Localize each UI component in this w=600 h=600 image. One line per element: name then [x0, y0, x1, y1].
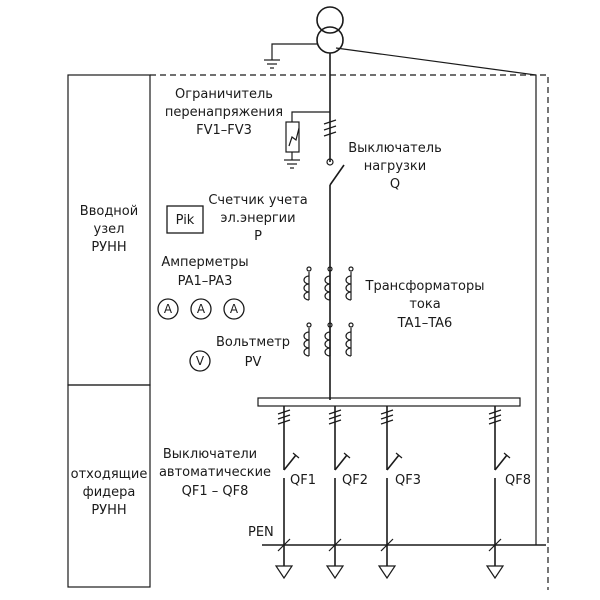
current-transformers-label-1: Трансформаторы [365, 279, 485, 294]
ammeter-symbol-3: A [230, 302, 239, 316]
feeder-label-qf3: QF3 [395, 473, 421, 488]
section-label-input-1: Вводной [80, 204, 138, 219]
load-arrow-qf2-icon [325, 565, 345, 580]
surge-limiter-label-2: перенапряжения [165, 105, 283, 120]
voltmeter-label-1: Вольтметр [216, 335, 290, 350]
breakers-label-2: автоматические [159, 465, 271, 480]
current-transformers-icon [303, 266, 354, 357]
load-switch-label-1: Выключатель [348, 141, 441, 156]
ammeter-icon-3: A [223, 298, 245, 320]
feeder-qf2 [328, 406, 351, 566]
surge-limiter-label-3: FV1–FV3 [196, 123, 252, 138]
ammeter-icon-2: A [190, 298, 212, 320]
load-switch-label-2: нагрузки [364, 159, 426, 174]
breakers-label-3: QF1 – QF8 [182, 484, 249, 499]
load-switch-icon [326, 158, 345, 186]
busbar [257, 397, 521, 407]
section-label-outgoing-2: фидера [83, 485, 136, 500]
energy-meter-label-3: P [254, 229, 262, 244]
current-transformers-label-2: тока [409, 297, 440, 312]
section-label-outgoing-1: отходящие [71, 467, 148, 482]
pen-conductor [262, 538, 546, 552]
section-label-input-3: РУНН [91, 240, 126, 255]
voltmeter-symbol: V [196, 354, 205, 368]
surge-limiter-label-1: Ограничитель [175, 87, 273, 102]
load-arrow-qf8-icon [485, 565, 505, 580]
load-arrow-qf3-icon [377, 565, 397, 580]
load-switch-label-3: Q [390, 177, 400, 192]
current-transformers-label-3: TA1–TA6 [397, 316, 453, 331]
feeder-label-qf2: QF2 [342, 473, 368, 488]
enclosure-outline [150, 74, 549, 590]
section-label-outgoing-3: РУНН [91, 503, 126, 518]
energy-meter-label-2: эл.энергии [220, 211, 295, 226]
voltmeter-label-2: PV [245, 355, 262, 370]
feeder-label-qf8: QF8 [505, 473, 531, 488]
pen-label: PEN [248, 525, 274, 540]
feeder-qf1 [277, 406, 300, 566]
main-line-phase-marks [323, 119, 337, 137]
energy-meter-label-1: Счетчик учета [208, 193, 307, 208]
section-label-input-2: узел [94, 222, 125, 237]
ammeter-symbol-1: A [164, 302, 173, 316]
surge-limiter-icon [284, 111, 330, 169]
feeder-qf8 [488, 406, 511, 566]
feeder-label-qf1: QF1 [290, 473, 316, 488]
ammeters-label-1: Амперметры [161, 255, 248, 270]
feeder-qf3 [380, 406, 403, 566]
energy-meter-icon [166, 205, 204, 234]
power-transformer-icon [316, 6, 344, 54]
ammeter-symbol-2: A [197, 302, 206, 316]
load-arrow-qf1-icon [274, 565, 294, 580]
voltmeter-icon: V [189, 350, 211, 372]
section-box-outgoing [67, 384, 151, 588]
breakers-label-1: Выключатели [163, 447, 257, 462]
ammeters-label-2: PA1–PA3 [178, 274, 233, 289]
energy-meter-symbol: Pik [176, 213, 195, 228]
ammeter-icon-1: A [157, 298, 179, 320]
